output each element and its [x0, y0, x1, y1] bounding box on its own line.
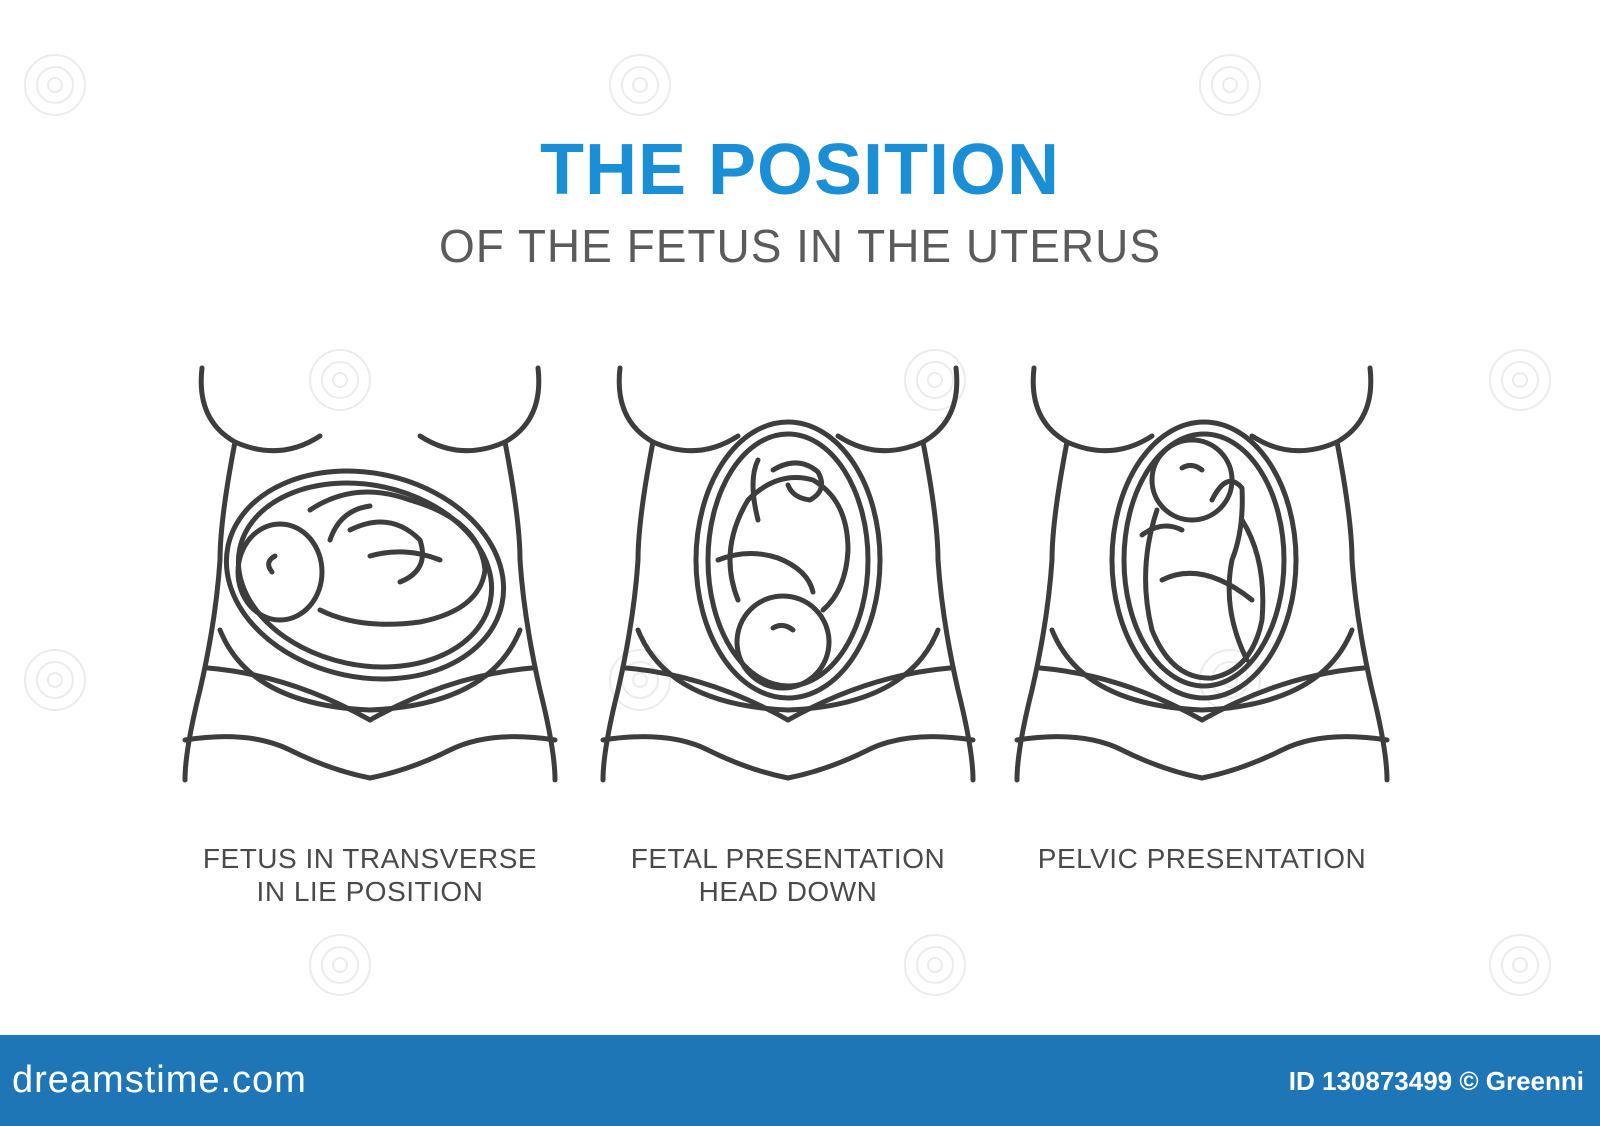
watermark-spiral-icon: [1489, 349, 1551, 411]
caption-line: HEAD DOWN: [698, 876, 878, 907]
caption-transverse: FETUS IN TRANSVERSE IN LIE POSITION: [160, 842, 580, 908]
breech-icon: [1014, 365, 1390, 783]
watermark-spiral-icon: [904, 934, 966, 996]
footer-site-logo: dreamstime.com: [12, 1059, 307, 1101]
caption-line: FETUS IN TRANSVERSE: [202, 843, 538, 874]
head-down-icon: [600, 365, 976, 783]
page-title: THE POSITION: [539, 130, 1061, 210]
figure-transverse: [180, 360, 560, 800]
caption-breech: PELVIC PRESENTATION: [992, 842, 1412, 875]
caption-line: PELVIC PRESENTATION: [1037, 843, 1367, 874]
watermark-spiral-icon: [609, 54, 671, 116]
watermark-spiral-icon: [309, 934, 371, 996]
transverse-lie-icon: [182, 365, 558, 783]
caption-line: FETAL PRESENTATION: [630, 843, 946, 874]
page-subtitle: OF THE FETUS IN THE UTERUS: [438, 220, 1162, 272]
watermark-spiral-icon: [1489, 934, 1551, 996]
footer-bar: dreamstime.com ID 130873499 © Greenni: [0, 1035, 1600, 1126]
caption-head-down: FETAL PRESENTATION HEAD DOWN: [578, 842, 998, 908]
watermark-spiral-icon: [24, 54, 86, 116]
watermark-spiral-icon: [24, 649, 86, 711]
figure-head-down: [598, 360, 978, 800]
watermark-spiral-icon: [1199, 54, 1261, 116]
figure-breech: [1012, 360, 1392, 800]
footer-image-id: ID 130873499 © Greenni: [1288, 1066, 1584, 1096]
caption-line: IN LIE POSITION: [256, 876, 484, 907]
